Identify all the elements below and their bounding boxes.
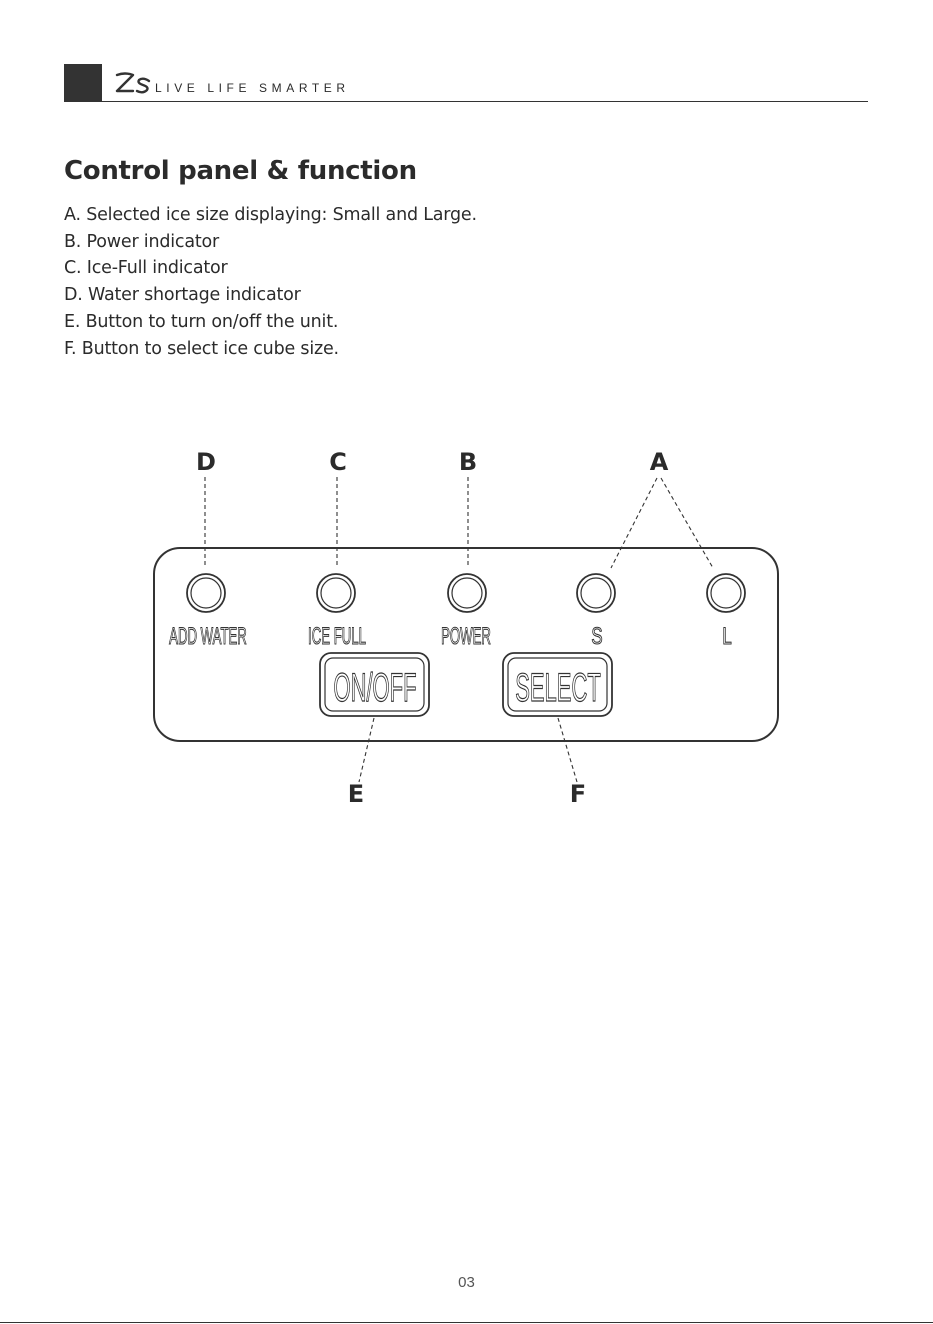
header-block — [64, 64, 102, 102]
page-title: Control panel & function — [64, 156, 417, 186]
leader-line-f — [558, 718, 577, 782]
callout-e: E — [348, 780, 364, 808]
add-water-label: ADD WATER — [169, 623, 247, 650]
function-legend: A. Selected ice size displaying: Small a… — [64, 202, 477, 362]
footer-divider — [0, 1322, 933, 1323]
legend-item-e: E. Button to turn on/off the unit. — [64, 309, 477, 336]
legend-item-c: C. Ice-Full indicator — [64, 255, 477, 282]
zs-logo-icon — [113, 70, 153, 96]
large-size-indicator — [707, 574, 745, 612]
callout-c: C — [329, 448, 347, 476]
legend-item-d: D. Water shortage indicator — [64, 282, 477, 309]
power-indicator — [448, 574, 486, 612]
page-number: 03 — [0, 1274, 933, 1291]
small-size-label: S — [591, 623, 602, 650]
on-off-button[interactable]: ON/OFF — [320, 653, 429, 716]
callout-b: B — [459, 448, 477, 476]
legend-item-b: B. Power indicator — [64, 229, 477, 256]
header-divider — [102, 101, 868, 102]
ice-full-indicator — [317, 574, 355, 612]
callout-d: D — [196, 448, 216, 476]
leader-line-e — [359, 718, 374, 782]
on-off-button-label: ON/OFF — [333, 665, 416, 710]
legend-item-a: A. Selected ice size displaying: Small a… — [64, 202, 477, 229]
add-water-indicator — [187, 574, 225, 612]
ice-full-label: ICE FULL — [308, 623, 366, 650]
callout-f: F — [570, 780, 586, 808]
tagline: LIVE LIFE SMARTER — [155, 81, 350, 95]
legend-item-f: F. Button to select ice cube size. — [64, 336, 477, 363]
large-size-label: L — [722, 623, 731, 650]
control-panel-diagram: D C B A E F — [0, 430, 933, 830]
leader-line-a-large — [661, 478, 713, 568]
select-button-label: SELECT — [515, 665, 601, 710]
leader-line-a-small — [611, 478, 657, 568]
callout-a: A — [650, 448, 669, 476]
power-label: POWER — [441, 623, 491, 650]
select-button[interactable]: SELECT — [503, 653, 612, 716]
small-size-indicator — [577, 574, 615, 612]
